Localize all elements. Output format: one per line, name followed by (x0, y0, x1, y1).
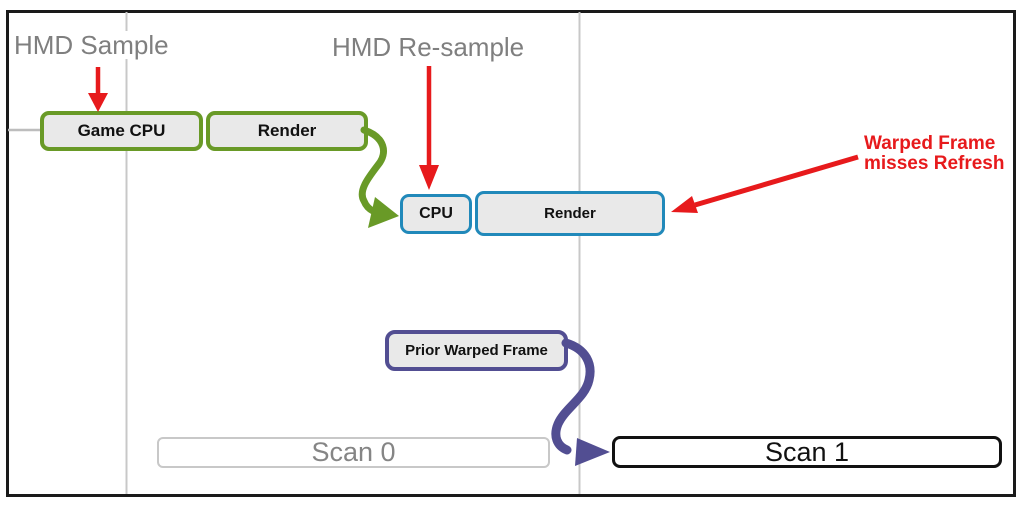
prior-warped-label: Prior Warped Frame (405, 342, 548, 359)
cpu-resample-box: CPU (400, 194, 472, 234)
game-cpu-label: Game CPU (77, 121, 166, 140)
render-warp-box: Render (475, 191, 665, 236)
scan1-label: Scan 1 (764, 436, 850, 467)
game-cpu-box: Game CPU (40, 111, 203, 151)
hmd-sample-arrowhead-icon (88, 93, 108, 112)
hmd-resample-arrow (419, 66, 439, 190)
hmd-resample-arrowhead-icon (419, 165, 439, 190)
render-to-cpu-arrowhead-icon (368, 197, 399, 228)
warped-miss-arrow (671, 154, 859, 213)
warped-note-line1: Warped Frame (864, 133, 996, 154)
warped-frame-to-scan1-curve (551, 338, 595, 455)
warped-miss-arrow-shaft (694, 154, 859, 208)
scan0-bar: Scan 0 (157, 437, 550, 468)
scan1-bar: Scan 1 (612, 436, 1002, 468)
diagram-border (6, 10, 1016, 497)
hmd-sample-arrow (88, 67, 108, 112)
render-to-cpu-arrow (358, 126, 399, 228)
warped-note-line2: misses Refresh (864, 153, 1005, 174)
warped-miss-arrowhead-icon (671, 196, 698, 213)
render-first-label: Render (257, 121, 317, 140)
hmd-sample-label: HMD Sample (11, 31, 172, 59)
prior-warped-frame-box: Prior Warped Frame (385, 330, 568, 371)
warped-frame-to-scan1-arrowhead-icon (575, 438, 610, 466)
scan0-label: Scan 0 (311, 437, 396, 467)
cpu-resample-label: CPU (419, 205, 453, 222)
render-warp-label: Render (544, 205, 596, 222)
warped-frame-misses-refresh-note: Warped Frame misses Refresh (864, 134, 1004, 174)
warped-frame-to-scan1-arrow (551, 338, 610, 466)
render-to-cpu-curve (358, 126, 387, 215)
hmd-resample-label: HMD Re-sample (329, 33, 528, 61)
